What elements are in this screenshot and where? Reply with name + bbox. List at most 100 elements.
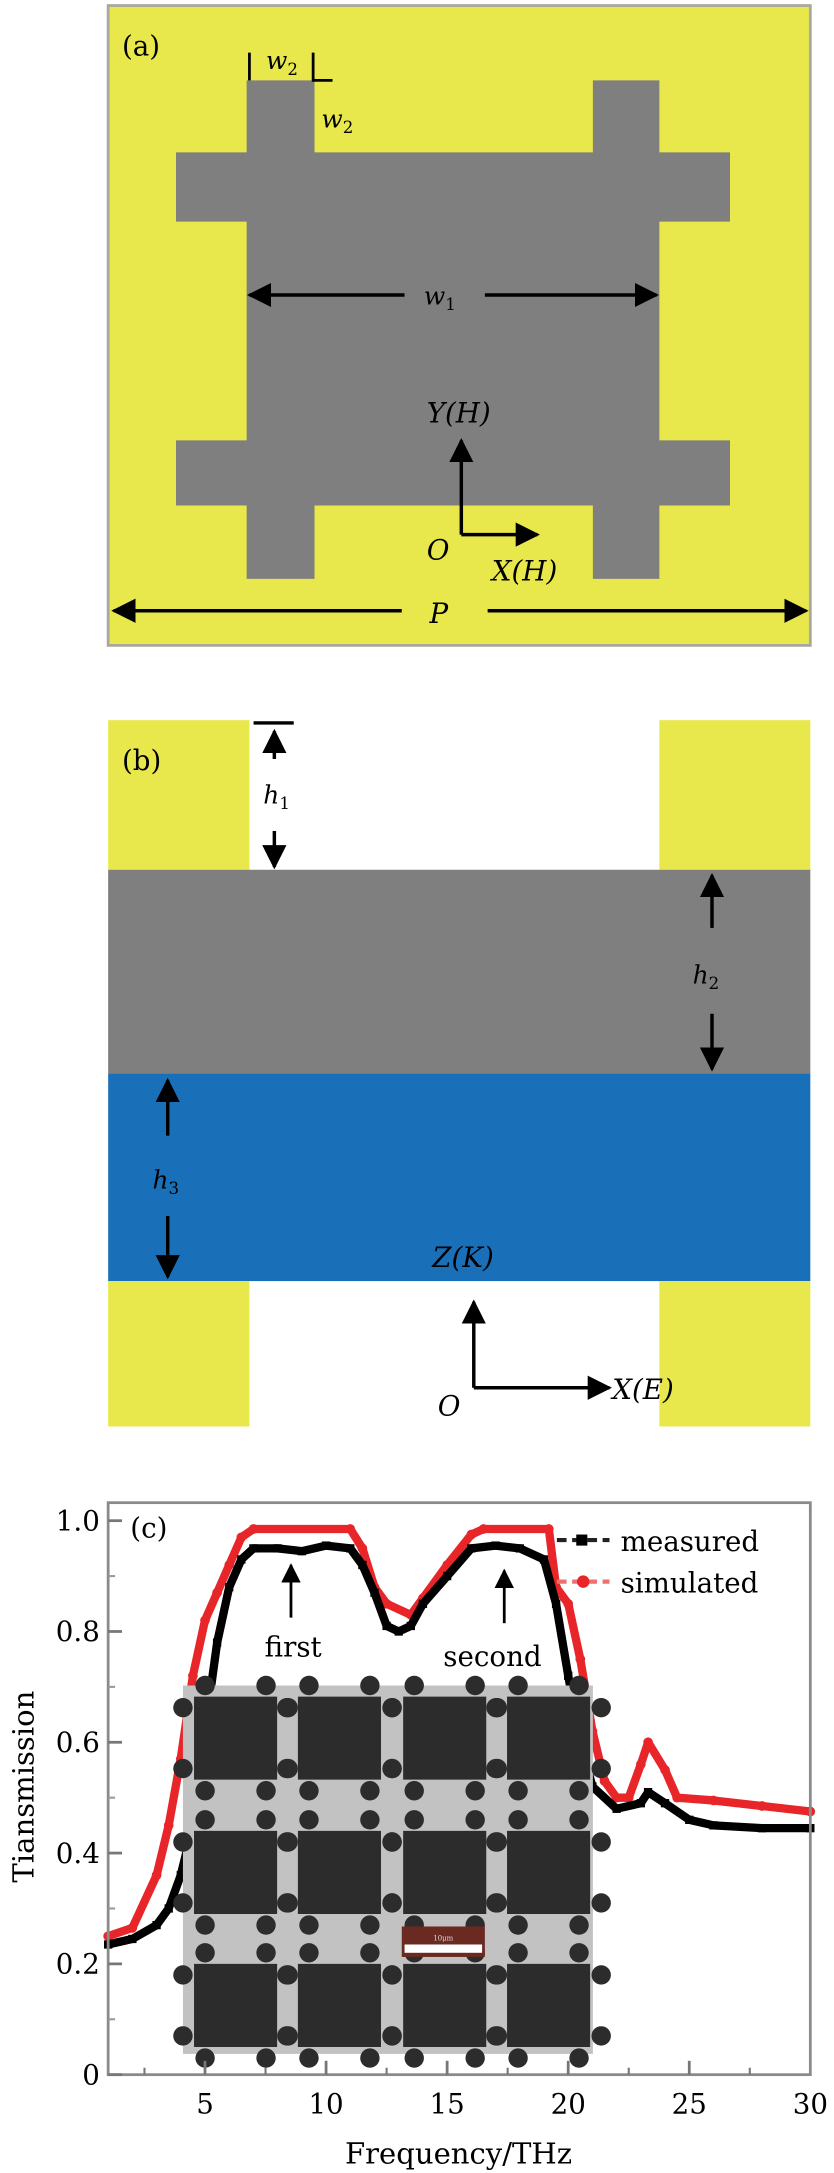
panel-b: (b) h1 h2 h3 Z(K) O X(E): [108, 720, 811, 1427]
inset-resonator: [194, 1696, 278, 1780]
inset-resonator-tab: [569, 1943, 589, 1963]
x-tick-label: 30: [793, 2087, 828, 2120]
series-simulated-point: [163, 1820, 174, 1831]
inset-resonator-tab: [256, 1943, 276, 1963]
y-tick-label: 0.2: [56, 1948, 100, 1981]
h2-label: h2: [693, 960, 720, 993]
inset-resonator-tab: [360, 2048, 380, 2068]
series-measured-point: [660, 1799, 670, 1808]
inset-resonator-tab: [195, 1810, 215, 1830]
inset-scale-bar: [404, 1944, 483, 1953]
inset-resonator-tab: [173, 1893, 193, 1913]
inset-resonator-tab: [173, 1832, 193, 1852]
inset-resonator-tab: [195, 2048, 215, 2068]
inset-resonator-tab: [486, 1832, 506, 1852]
series-simulated-point: [357, 1543, 368, 1554]
inset-resonator-tab: [382, 1965, 402, 1985]
series-simulated-point: [151, 1870, 162, 1881]
x-tick-label: 20: [551, 2087, 586, 2120]
inset-resonator-tab: [360, 1781, 380, 1801]
w2-dimension-mark: [248, 52, 333, 82]
inset-resonator-tab: [195, 1675, 215, 1696]
inset-resonator-tab: [465, 1810, 485, 1830]
inset-resonator-tab: [256, 1675, 276, 1696]
inset-resonator-tab: [591, 1965, 611, 1985]
inset-resonator-tab: [569, 1675, 589, 1696]
inset-resonator-tab: [256, 1781, 276, 1801]
y-axis-label-a: Y(H): [427, 396, 491, 429]
z-axis-label-b: Z(K): [431, 1241, 494, 1274]
inset-resonator-tab: [195, 1943, 215, 1963]
inset-resonator-tab: [569, 1781, 589, 1801]
series-measured-point: [685, 1815, 694, 1824]
series-measured-point: [539, 1555, 549, 1564]
series-measured-point: [564, 1671, 573, 1680]
series-measured-point: [406, 1621, 415, 1631]
panel-label-c: (c): [130, 1511, 167, 1544]
x-axis-label-b: X(E): [610, 1373, 674, 1406]
inset-resonator-tab: [508, 1943, 528, 1963]
x-axis-label-a: X(H): [490, 554, 557, 587]
inset-resonator-tab: [591, 1697, 611, 1718]
top-gold-right: [659, 720, 811, 870]
series-simulated-point: [672, 1792, 683, 1803]
annotation-first: first: [265, 1563, 322, 1663]
inset-resonator-tab: [277, 2026, 297, 2046]
inset-resonator-tab: [486, 1893, 506, 1913]
x-tick-label: 25: [672, 2087, 707, 2120]
sample-micrograph-inset: 10μm: [173, 1675, 611, 2068]
series-measured-point: [709, 1821, 718, 1830]
origin-label-a: O: [427, 534, 450, 567]
h1-label: h1: [263, 780, 290, 813]
series-simulated-point: [660, 1765, 670, 1775]
series-measured-point: [394, 1627, 403, 1636]
series-simulated-point: [127, 1923, 138, 1933]
series-measured-point: [212, 1638, 222, 1647]
inset-resonator-tab: [508, 1781, 528, 1801]
legend-simulated-marker: [576, 1575, 590, 1588]
w2-top-label: w2: [266, 46, 298, 79]
inset-resonator-tab: [382, 1893, 402, 1913]
inset-resonator: [297, 1963, 381, 2047]
inset-resonator-tab: [382, 1758, 402, 1779]
series-measured-point: [370, 1588, 379, 1597]
series-measured-point: [418, 1599, 428, 1608]
series-simulated-point: [543, 1524, 554, 1534]
inset-resonator-tab: [591, 2026, 611, 2046]
inset-resonator: [297, 1830, 381, 1915]
series-simulated-point: [611, 1792, 622, 1803]
inset-resonator-tab: [173, 2026, 193, 2046]
y-tick-label: 0: [82, 2058, 100, 2091]
inset-resonator-tab: [256, 1915, 276, 1935]
series-measured-point: [636, 1799, 645, 1808]
series-measured-point: [176, 1871, 185, 1880]
inset-resonator-tab: [465, 1675, 485, 1696]
series-simulated-point: [563, 1598, 574, 1609]
inset-resonator-tab: [277, 1893, 297, 1913]
inset-resonator-tab: [591, 1893, 611, 1913]
inset-resonator-tab: [508, 1915, 528, 1935]
series-measured-point: [612, 1804, 621, 1813]
x-tick-label: 10: [308, 2087, 343, 2120]
inset-resonator-tab: [173, 1697, 193, 1718]
inset-resonator-tab: [508, 2048, 528, 2068]
inset-resonator-tab: [382, 1832, 402, 1852]
series-simulated-point: [188, 1670, 198, 1681]
panel-label-a: (a): [122, 29, 160, 62]
inset-resonator-tab: [486, 1697, 506, 1718]
y-tick-label: 1.0: [56, 1504, 100, 1537]
x-tick-label: 15: [430, 2087, 465, 2120]
inset-resonator-tab: [404, 1810, 424, 1830]
series-measured-point: [237, 1555, 246, 1564]
inset-resonator-tab: [299, 1943, 319, 1963]
inset-resonator-tab: [299, 1675, 319, 1696]
inset-resonator-tab: [508, 1810, 528, 1830]
inset-resonator: [507, 1963, 591, 2047]
inset-resonator-tab: [486, 1965, 506, 1985]
inset-resonator-tab: [404, 2048, 424, 2068]
series-simulated-point: [236, 1532, 247, 1543]
series-simulated-point: [635, 1759, 646, 1770]
series-simulated-point: [224, 1560, 235, 1570]
second-label: second: [443, 1640, 541, 1673]
metal-layer: [108, 869, 811, 1074]
